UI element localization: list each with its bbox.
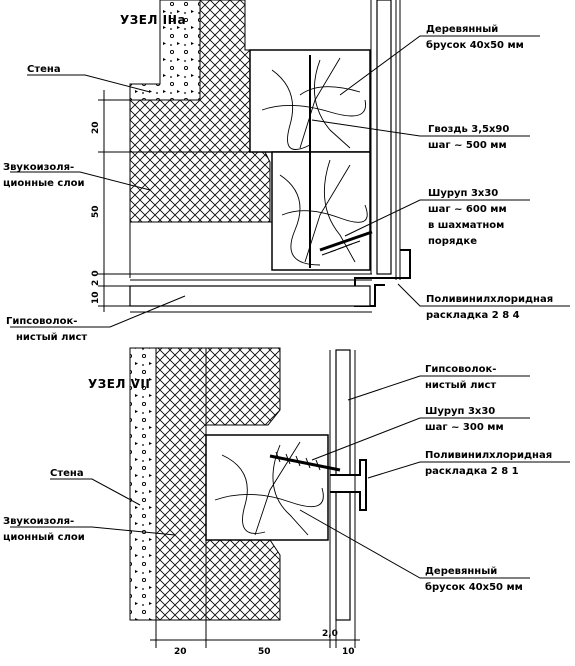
top-screw-label-4: порядке (428, 236, 477, 247)
top-beam-label-2: брусок 40х50 мм (426, 39, 524, 51)
top-gypsum-label-1: Гипсоволок- (6, 316, 77, 327)
bottom-gypsum-label-2: нистый лист (425, 380, 496, 391)
bottom-gypsum-lower (335, 491, 351, 621)
top-pvc-label-1: Поливинилхлоридная (426, 294, 553, 305)
top-dim-20: 20 (91, 121, 101, 134)
bottom-beam-label-1: Деревянный (425, 566, 497, 577)
bottom-pvc-label-2: раскладка 2 8 1 (425, 466, 519, 477)
top-screw-label-2: шаг ~ 600 мм (428, 204, 507, 215)
top-sound-label-1: Звукоизоля- (3, 162, 74, 173)
top-sound-layer-2 (129, 151, 271, 223)
top-pvc-label-2: раскладка 2 8 4 (426, 310, 520, 321)
top-title: УЗЕЛ IIIа (120, 13, 186, 27)
bottom-screw-label-1: Шуруп 3х30 (425, 406, 495, 417)
top-nail-label-1: Гвоздь 3,5х90 (428, 124, 509, 135)
bottom-title: УЗЕЛ VII (88, 377, 150, 391)
top-dim-10: 10 (91, 291, 101, 304)
node-7 (129, 347, 367, 648)
top-wooden-beam-2 (271, 151, 371, 271)
bottom-wall-concrete (129, 347, 157, 621)
bottom-dim-2: 2,0 (322, 629, 338, 639)
bottom-sound-layer-1 (155, 347, 207, 621)
top-dim-50: 50 (91, 205, 101, 218)
bottom-gypsum-label-1: Гипсоволок- (425, 364, 496, 375)
top-wall-label: Стена (27, 64, 61, 75)
bottom-wooden-beam (205, 434, 329, 541)
top-gypsum-horizontal (129, 285, 371, 307)
bottom-sound-label-2: ционный слои (3, 532, 85, 543)
bottom-sound-label-1: Звукоизоля- (3, 516, 74, 527)
top-beam-label-1: Деревянный (426, 24, 498, 35)
top-screw (319, 230, 373, 256)
top-gypsum-label-2: нистый лист (16, 332, 87, 343)
bottom-dim-10: 10 (342, 647, 355, 657)
bottom-gypsum-upper (335, 349, 351, 476)
bottom-beam-label-2: брусок 40х50 мм (425, 581, 523, 593)
top-sound-label-2: ционные слои (3, 178, 85, 189)
bottom-screw-label-2: шаг ~ 300 мм (425, 422, 504, 433)
bottom-dim-50: 50 (258, 647, 271, 657)
bottom-screw (269, 451, 341, 472)
bottom-pvc-label-1: Поливинилхлоридная (425, 450, 552, 461)
node-3a (98, 0, 411, 313)
top-screw-label-3: в шахматном (428, 220, 504, 231)
top-nail-label-2: шаг ~ 500 мм (428, 140, 507, 151)
bottom-wall-label: Стена (50, 468, 84, 479)
bottom-pvc-profile (330, 459, 367, 511)
top-dim-2: 2 0 (91, 270, 101, 286)
top-screw-label-1: Шуруп 3х30 (428, 188, 498, 199)
top-gypsum-vertical (376, 0, 392, 275)
bottom-dim-20: 20 (174, 647, 187, 657)
